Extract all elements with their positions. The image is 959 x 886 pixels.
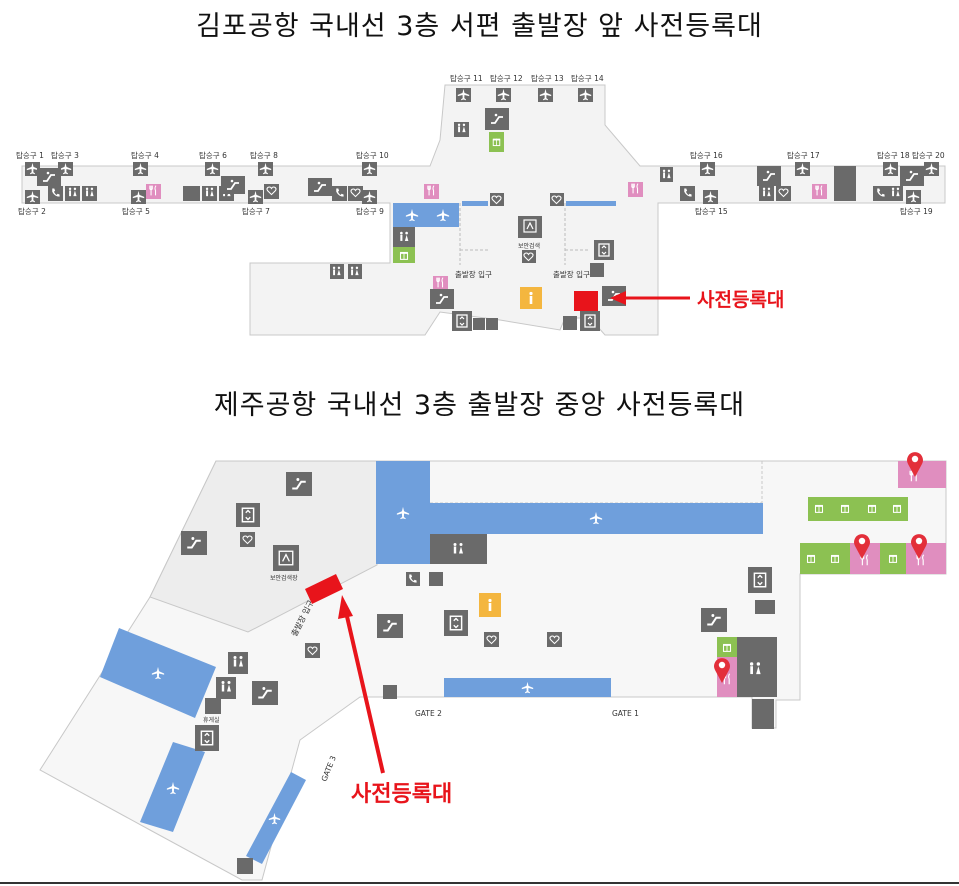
info-icon: [529, 291, 533, 304]
gimpo-map-title: 김포공항 국내선 3층 서편 출발장 앞 사전등록대: [196, 11, 763, 42]
security-label: 보안검색장: [270, 574, 298, 582]
jeju-icons: [181, 452, 927, 874]
gate-3-label: GATE 3: [320, 754, 338, 782]
gate-label: 탑승구 6: [199, 151, 227, 160]
jeju-callout-arrow: [338, 595, 385, 774]
jeju-registration-desk: [305, 574, 343, 604]
gimpo-callout-arrow: [610, 291, 690, 305]
gate-label: 탑승구 4: [131, 151, 159, 160]
gate-label: 탑승구 11: [450, 74, 483, 83]
gate-2-label: GATE 2: [415, 709, 442, 718]
jeju-map-title: 제주공항 국내선 3층 출발장 중앙 사전등록대: [213, 390, 746, 421]
gate-label: 탑승구 19: [900, 207, 933, 216]
info-icon: [488, 598, 492, 611]
gimpo-callout-label: 사전등록대: [697, 289, 784, 311]
gate-label: 탑승구 12: [490, 74, 523, 83]
gate-label: 탑승구 9: [356, 207, 384, 216]
jeju-callout-label: 사전등록대: [351, 782, 452, 807]
gimpo-registration-desk: [574, 291, 598, 311]
gate-label: 탑승구 7: [242, 207, 270, 216]
entrance-label: 출발장 입구: [553, 269, 590, 279]
gimpo-gate-labels: 탑승구 1 탑승구 2 탑승구 3 탑승구 4 탑승구 5 탑승구 6 탑승구 …: [16, 74, 945, 279]
gimpo-floor-map: [21, 84, 946, 336]
gate-label: 탑승구 17: [787, 151, 820, 160]
entrance-label: 출발장 입구: [455, 269, 492, 279]
gate-label: 탑승구 18: [877, 151, 910, 160]
jeju-floor-map: [39, 460, 947, 881]
gate-label: 탑승구 13: [531, 74, 564, 83]
gate-label: 탑승구 8: [250, 151, 278, 160]
security-label: 보안검색: [518, 242, 540, 250]
gate-label: 탑승구 1: [16, 151, 44, 160]
gimpo-gate-icons: [25, 88, 939, 331]
gate-label: 탑승구 15: [695, 207, 728, 216]
gate-label: 탑승구 14: [571, 74, 604, 83]
gate-label: 탑승구 2: [18, 207, 46, 216]
bottom-divider: [0, 882, 959, 884]
gate-label: 탑승구 3: [51, 151, 79, 160]
gate-label: 탑승구 5: [122, 207, 150, 216]
gate-boarding-area-9-10: [393, 203, 459, 227]
gate-label: 탑승구 20: [912, 151, 945, 160]
gate-label: 탑승구 16: [690, 151, 723, 160]
gate-label: 탑승구 10: [356, 151, 389, 160]
gate-1-label: GATE 1: [612, 709, 639, 718]
lounge-label: 휴게실: [203, 716, 220, 724]
